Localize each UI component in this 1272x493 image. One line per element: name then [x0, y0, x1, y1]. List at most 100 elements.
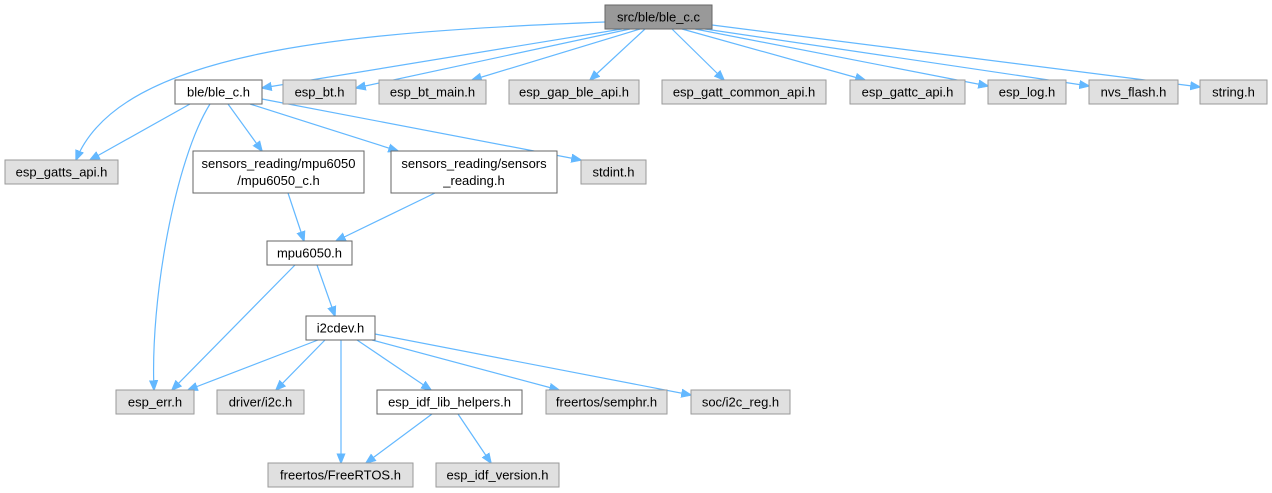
edge-i2cdev-to-driver_i2c — [276, 339, 326, 390]
node-box — [174, 79, 263, 105]
node-box — [1199, 79, 1268, 105]
node-box — [376, 389, 523, 415]
node-label: _reading.h — [442, 173, 504, 188]
node-box — [115, 389, 195, 415]
dependency-edges — [76, 21, 1200, 463]
node-box — [604, 4, 713, 30]
node-label: /mpu6050_c.h — [237, 173, 319, 188]
node-esp-bt-main[interactable]: esp_bt_main.h — [378, 79, 487, 105]
edge-ble_c_c-to-esp_gatt_common_api — [671, 28, 724, 80]
edge-ble_c_h-to-stdint — [261, 98, 581, 160]
node-string-h[interactable]: string.h — [1199, 79, 1268, 105]
edge-ble_c_c-to-esp_log — [694, 28, 988, 86]
node-label: mpu6050.h — [277, 246, 342, 261]
node-box — [508, 79, 640, 105]
node-esp-gatts-api[interactable]: esp_gatts_api.h — [4, 159, 119, 185]
node-esp-gatt-common-api[interactable]: esp_gatt_common_api.h — [661, 79, 827, 105]
node-label: string.h — [1212, 85, 1255, 100]
dependency-nodes: src/ble/ble_c.c ble/ble_c.h esp_bt.h esp_bt… — [4, 4, 1268, 488]
edge-ble_c_c-to-esp_gatts_api — [76, 21, 606, 160]
node-esp-err[interactable]: esp_err.h — [115, 389, 195, 415]
node-box — [216, 389, 305, 415]
edge-esp_idf_lib_helpers-to-freertos_freertos — [366, 413, 433, 463]
node-box — [849, 79, 966, 105]
node-label: esp_gatt_common_api.h — [673, 85, 815, 100]
edge-i2cdev-to-soc_i2c_reg — [374, 333, 691, 395]
node-box — [266, 240, 353, 266]
node-label: esp_gatts_api.h — [16, 165, 108, 180]
edge-ble_c_c-to-esp_bt_main — [472, 28, 641, 80]
node-stdint[interactable]: stdint.h — [580, 159, 647, 185]
edge-ble_c_c-to-esp_gap_ble_api — [590, 28, 646, 80]
node-label: esp_err.h — [128, 395, 182, 410]
edge-ble_c_c-to-ble_c_h — [262, 28, 623, 88]
node-box — [545, 389, 668, 415]
node-label: driver/i2c.h — [229, 395, 293, 410]
edge-sensors_reading_h-to-mpu6050_h — [336, 192, 436, 241]
edge-i2cdev-to-esp_idf_lib_helpers — [356, 339, 431, 390]
node-box — [661, 79, 827, 105]
node-label: src/ble/ble_c.c — [617, 10, 701, 25]
node-esp-idf-lib-helpers[interactable]: esp_idf_lib_helpers.h — [376, 389, 523, 415]
node-box — [690, 389, 791, 415]
node-freertos-semphr[interactable]: freertos/semphr.h — [545, 389, 668, 415]
node-label: esp_bt.h — [295, 85, 345, 100]
node-esp-gap-ble-api[interactable]: esp_gap_ble_api.h — [508, 79, 640, 105]
node-esp-gattc-api[interactable]: esp_gattc_api.h — [849, 79, 966, 105]
node-label: freertos/FreeRTOS.h — [280, 468, 401, 483]
edge-ble_c_h-to-mpu6050_c_h — [227, 103, 262, 151]
node-ble-c-c[interactable]: src/ble/ble_c.c — [604, 4, 713, 30]
node-box — [580, 159, 647, 185]
node-label: nvs_flash.h — [1101, 85, 1167, 100]
edge-i2cdev-to-esp_err — [188, 339, 319, 390]
edge-ble_c_c-to-esp_bt — [356, 28, 631, 88]
edge-ble_c_h-to-esp_gatts_api — [90, 103, 191, 160]
node-label: freertos/semphr.h — [556, 395, 657, 410]
node-box — [987, 79, 1067, 105]
node-mpu6050-c-h[interactable]: sensors_reading/mpu6050/mpu6050_c.h — [192, 150, 365, 194]
node-label: esp_bt_main.h — [390, 85, 475, 100]
node-mpu6050-h[interactable]: mpu6050.h — [266, 240, 353, 266]
node-box — [305, 315, 376, 341]
node-label: esp_gattc_api.h — [862, 85, 954, 100]
edge-ble_c_c-to-string_h — [711, 24, 1200, 87]
node-label: sensors_reading/sensors — [401, 156, 547, 171]
node-ble-c-h[interactable]: ble/ble_c.h — [174, 79, 263, 105]
edge-mpu6050_c_h-to-mpu6050_h — [287, 192, 304, 241]
node-box — [390, 150, 558, 194]
node-label: soc/i2c_reg.h — [702, 395, 779, 410]
node-esp-log[interactable]: esp_log.h — [987, 79, 1067, 105]
node-nvs-flash[interactable]: nvs_flash.h — [1088, 79, 1179, 105]
node-box — [1088, 79, 1179, 105]
node-box — [192, 150, 365, 194]
node-box — [267, 462, 414, 488]
node-freertos-freertos[interactable]: freertos/FreeRTOS.h — [267, 462, 414, 488]
node-box — [282, 79, 357, 105]
node-label: stdint.h — [593, 165, 635, 180]
node-label: sensors_reading/mpu6050 — [202, 156, 356, 171]
node-esp-bt[interactable]: esp_bt.h — [282, 79, 357, 105]
node-label: esp_idf_lib_helpers.h — [388, 395, 511, 410]
node-label: esp_idf_version.h — [447, 468, 549, 483]
edge-mpu6050_h-to-i2cdev — [316, 264, 335, 316]
node-soc-i2c-reg[interactable]: soc/i2c_reg.h — [690, 389, 791, 415]
node-label: ble/ble_c.h — [187, 85, 250, 100]
node-esp-idf-version[interactable]: esp_idf_version.h — [435, 462, 560, 488]
node-label: esp_gap_ble_api.h — [519, 85, 629, 100]
node-box — [378, 79, 487, 105]
node-box — [4, 159, 119, 185]
node-box — [435, 462, 560, 488]
node-label: esp_log.h — [999, 85, 1055, 100]
node-sensors-reading-h[interactable]: sensors_reading/sensors _reading.h — [390, 150, 558, 194]
edge-i2cdev-to-freertos_semphr — [371, 339, 559, 390]
edge-mpu6050_h-to-esp_err — [172, 264, 296, 390]
edge-ble_c_h-to-esp_err — [154, 103, 211, 390]
node-label: i2cdev.h — [317, 321, 364, 336]
node-driver-i2c[interactable]: driver/i2c.h — [216, 389, 305, 415]
edge-ble_c_h-to-sensors_reading_h — [249, 103, 398, 151]
node-i2cdev[interactable]: i2cdev.h — [305, 315, 376, 341]
edge-ble_c_c-to-nvs_flash — [704, 28, 1089, 86]
edge-ble_c_c-to-esp_gattc_api — [681, 28, 865, 80]
edge-esp_idf_lib_helpers-to-esp_idf_version — [457, 413, 491, 463]
